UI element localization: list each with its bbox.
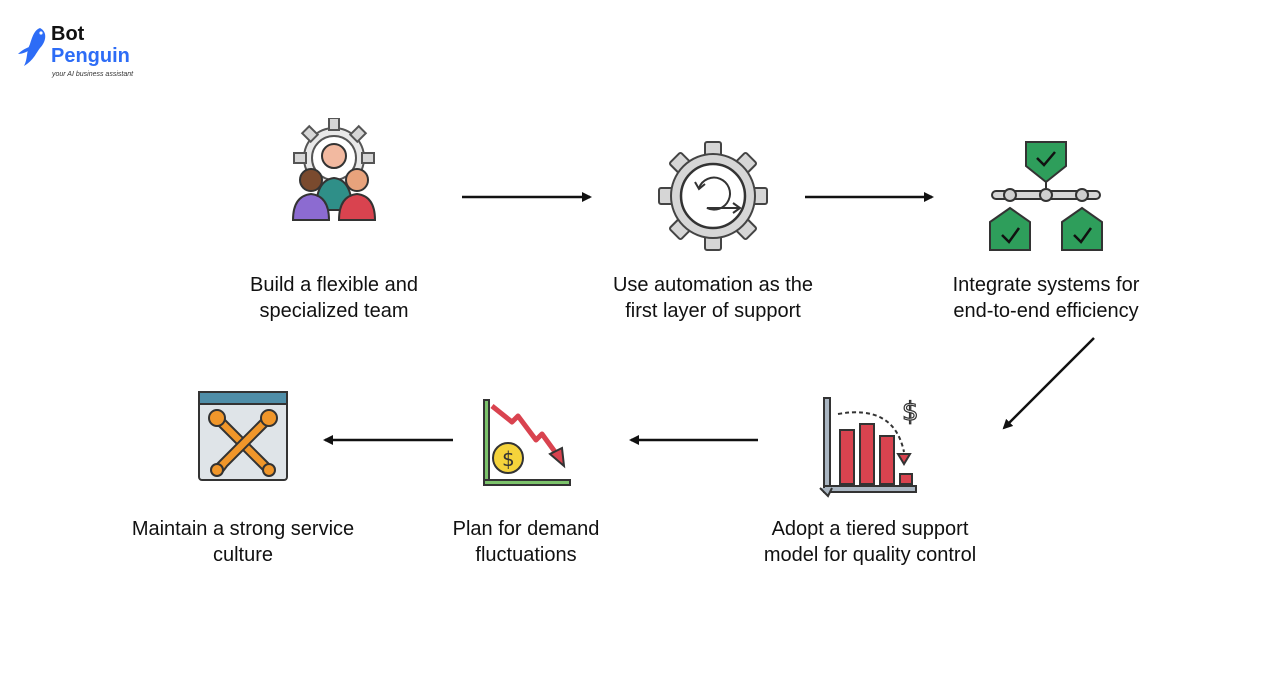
step-label-line1: Use automation as the [612, 274, 814, 296]
step-demand-fluctuations: $ Plan for demand fluctuations [386, 396, 666, 582]
brand-tagline: your AI business assistant [52, 71, 134, 78]
step-label-line1: Maintain a strong service [131, 518, 355, 540]
step-label-line2: model for quality control [763, 544, 977, 566]
step-automation: Use automation as the first layer of sup… [573, 140, 853, 340]
svg-text:$: $ [902, 397, 919, 427]
step-label-line1: Integrate systems for [952, 274, 1140, 296]
step-tiered-support: $ Adopt a tiered support model for quali… [730, 392, 1010, 582]
svg-text:$: $ [502, 447, 515, 471]
step-label-line2: fluctuations [475, 544, 577, 566]
bar-chart-dollar-icon: $ [819, 396, 919, 498]
declining-trend-dollar-icon: $ [483, 399, 571, 486]
step-label-line2: end-to-end efficiency [953, 300, 1139, 322]
team-gear-icon [291, 118, 377, 221]
step-build-team: Build a flexible and specialized team [194, 118, 474, 338]
automation-gear-icon [658, 141, 768, 251]
step-label-line2: culture [212, 544, 274, 566]
step-integrate-systems: Integrate systems for end-to-end efficie… [906, 138, 1186, 338]
brand-name-line2: Penguin [51, 45, 130, 67]
penguin-logo-icon [18, 28, 46, 66]
wrench-tools-window-icon [198, 391, 288, 481]
integration-network-icon [989, 141, 1103, 251]
step-label-line2: specialized team [259, 300, 409, 322]
arrow-step3-to-step4 [1002, 337, 1095, 430]
step-label-line2: first layer of support [625, 300, 801, 322]
step-label-line1: Build a flexible and [250, 274, 418, 296]
step-label-line1: Adopt a tiered support [771, 518, 969, 540]
brand-logo: Bot Penguin your AI business assistant [18, 24, 148, 84]
brand-name-line1: Bot [51, 23, 85, 45]
step-service-culture: Maintain a strong service culture [103, 388, 383, 582]
step-label-line1: Plan for demand [452, 518, 600, 540]
